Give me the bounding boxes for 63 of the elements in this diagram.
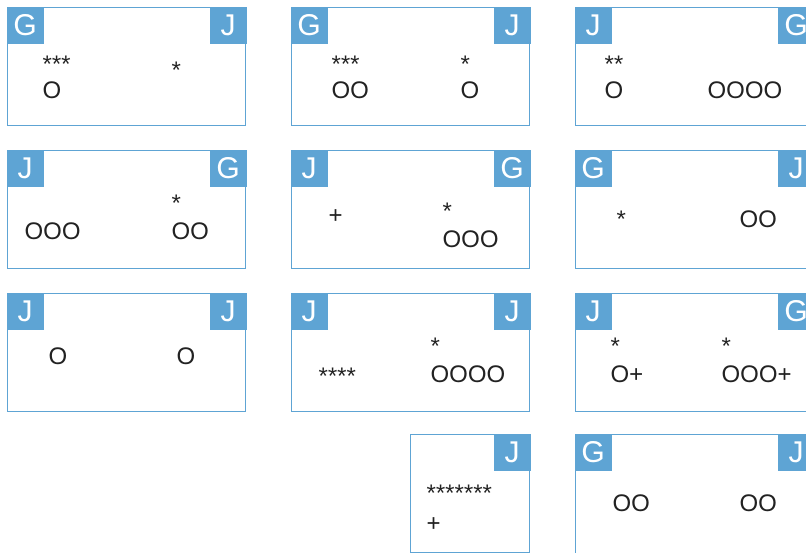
- symbol-text: *: [430, 334, 440, 358]
- corner-tag: G: [778, 292, 806, 330]
- corner-tag: J: [6, 150, 44, 186]
- symbol-text: +: [426, 512, 441, 536]
- corner-tag: J: [778, 434, 806, 470]
- card: [7, 7, 246, 126]
- symbol-text: OOOO: [430, 362, 506, 386]
- symbol-text: *: [442, 200, 452, 224]
- corner-tag: J: [6, 292, 44, 330]
- corner-tag: J: [574, 6, 612, 44]
- symbol-text: O: [176, 344, 196, 368]
- corner-tag: G: [494, 150, 530, 186]
- symbol-text: ****: [318, 364, 356, 388]
- corner-tag: G: [778, 6, 806, 44]
- card: [575, 293, 806, 412]
- symbol-text: O: [48, 344, 68, 368]
- symbol-text: OO: [172, 220, 209, 244]
- card: [291, 150, 530, 269]
- corner-tag: G: [574, 434, 612, 470]
- corner-tag: J: [574, 292, 612, 330]
- card: [575, 150, 806, 269]
- symbol-text: ***: [42, 52, 71, 76]
- corner-tag: G: [6, 6, 44, 44]
- card: [7, 293, 246, 412]
- symbol-text: OO: [612, 492, 650, 516]
- symbol-text: **: [604, 52, 624, 76]
- card: [575, 7, 806, 126]
- corner-tag: G: [574, 150, 612, 186]
- symbol-text: OOO: [24, 220, 81, 244]
- corner-tag: G: [290, 6, 328, 44]
- symbol-text: *: [610, 334, 620, 358]
- symbol-text: O: [42, 78, 62, 102]
- card: [291, 293, 530, 412]
- card: [575, 434, 806, 553]
- symbol-text: *: [460, 52, 470, 76]
- symbol-text: OO: [740, 492, 777, 516]
- symbol-text: *: [616, 208, 626, 232]
- symbol-text: *: [722, 334, 731, 358]
- corner-tag: J: [290, 292, 328, 330]
- corner-tag: J: [494, 6, 530, 44]
- corner-tag: J: [210, 6, 246, 44]
- symbol-text: OOOO: [708, 78, 782, 102]
- symbol-text: OO: [740, 208, 777, 232]
- symbol-text: ***: [332, 52, 360, 76]
- symbol-text: +: [328, 204, 343, 228]
- symbol-text: *******: [426, 482, 492, 506]
- symbol-text: OOO: [442, 228, 499, 252]
- symbol-text: O: [460, 78, 480, 102]
- corner-tag: J: [494, 292, 530, 330]
- symbol-text: O: [604, 78, 624, 102]
- corner-tag: J: [210, 292, 246, 330]
- symbol-text: OOO+: [722, 362, 792, 386]
- symbol-text: OO: [332, 78, 369, 102]
- corner-tag: J: [778, 150, 806, 186]
- symbol-text: *: [172, 58, 181, 82]
- card: [410, 434, 530, 553]
- card: [7, 150, 246, 269]
- corner-tag: J: [494, 434, 530, 470]
- symbol-text: O+: [610, 362, 644, 386]
- corner-tag: G: [210, 150, 246, 186]
- symbol-text: *: [172, 192, 181, 216]
- corner-tag: J: [290, 150, 328, 186]
- card: [291, 7, 530, 126]
